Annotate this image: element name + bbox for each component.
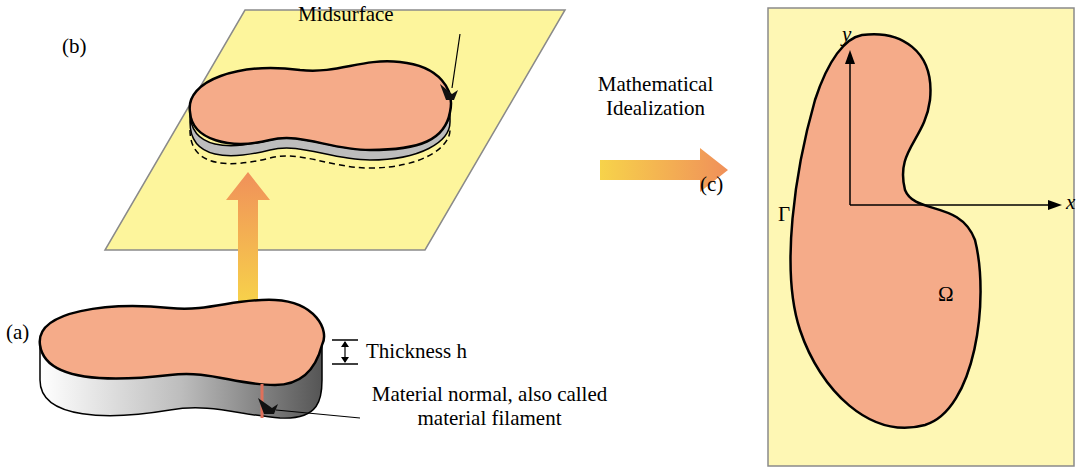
x-axis bbox=[850, 204, 1050, 206]
leader-line bbox=[452, 34, 460, 88]
dimension-tick bbox=[332, 363, 358, 365]
pointer-hand bbox=[258, 398, 278, 414]
up-arrow bbox=[226, 172, 270, 305]
view-label: (a) bbox=[6, 320, 29, 344]
view-label: (c) bbox=[700, 172, 723, 196]
dimension-label: Thickness h bbox=[366, 339, 467, 363]
region-label: Ω bbox=[938, 282, 954, 306]
leader-line bbox=[276, 410, 360, 418]
axis-label: y bbox=[842, 22, 851, 46]
dimension-tick bbox=[332, 339, 358, 341]
boundary-label: Γ bbox=[778, 202, 790, 226]
process-note: Mathematical Idealization bbox=[588, 72, 723, 120]
pointer-hand bbox=[440, 84, 458, 100]
plane-panel bbox=[768, 8, 1074, 466]
y-axis bbox=[849, 62, 851, 205]
plate-top-face bbox=[40, 300, 324, 385]
midsurface-plane bbox=[105, 10, 565, 250]
axis-label: x bbox=[1066, 190, 1075, 214]
view-label: (b) bbox=[62, 34, 87, 58]
callout-label: Material normal, also called material fi… bbox=[362, 382, 617, 430]
region-omega bbox=[791, 34, 981, 427]
axis-arrowhead bbox=[845, 50, 855, 64]
axis-arrowhead bbox=[1048, 200, 1062, 210]
dimension-arrowheads bbox=[341, 341, 349, 363]
plate-midsurface bbox=[190, 61, 451, 150]
part-name: Midsurface bbox=[298, 2, 394, 26]
